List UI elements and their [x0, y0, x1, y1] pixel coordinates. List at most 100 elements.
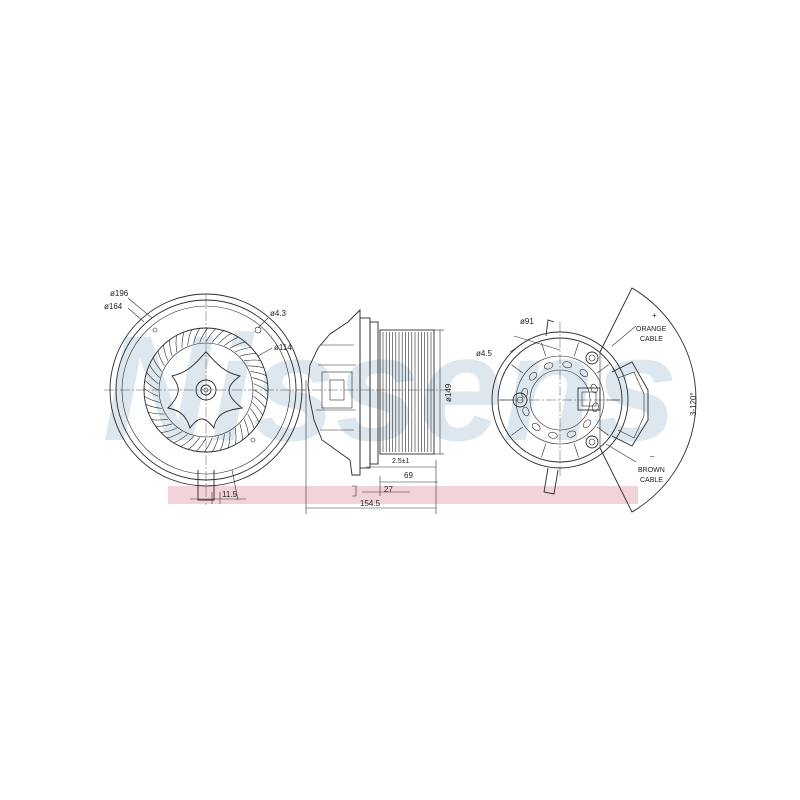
label-dia-hole: ø4.3 — [270, 309, 287, 318]
label-dim-bottom: 11.5 — [222, 490, 238, 499]
blade — [152, 357, 162, 372]
blade — [250, 371, 267, 376]
blade — [247, 365, 264, 369]
sector-line — [599, 287, 697, 513]
blade — [224, 336, 239, 346]
side-view: ø149 2.5±1 69 27 154.5 — [296, 308, 453, 514]
blade — [175, 335, 178, 352]
blade — [144, 396, 160, 403]
spoke — [573, 342, 579, 357]
blade — [195, 437, 207, 452]
label-brown-cable-1: BROWN — [638, 467, 665, 474]
boss — [531, 422, 541, 432]
boss — [521, 388, 529, 398]
label-dia-hub: ø114 — [274, 343, 292, 352]
spoke — [511, 364, 523, 374]
blade — [212, 330, 224, 343]
spoke — [541, 443, 547, 458]
back-view: ø91 ø4.5 + ORANGE CABLE – BROWN CABLE 3-… — [476, 287, 698, 513]
blade — [253, 389, 268, 401]
cable-guide — [611, 361, 649, 447]
blade — [235, 347, 252, 353]
terminal-plus — [585, 351, 599, 365]
blade — [173, 434, 188, 444]
blade — [160, 427, 177, 433]
blade — [149, 364, 160, 378]
label-brown-cable-2: CABLE — [640, 477, 663, 484]
blade — [243, 419, 249, 436]
spoke — [511, 426, 523, 436]
impeller-blades — [143, 327, 269, 453]
label-dim-69: 69 — [404, 471, 413, 480]
boss — [591, 402, 599, 412]
blade — [252, 402, 263, 416]
highlight-band — [168, 486, 638, 504]
blade — [144, 379, 159, 391]
blade — [212, 436, 219, 452]
blade — [145, 404, 162, 409]
label-dim-flange: 2.5±1 — [392, 458, 410, 465]
blade — [187, 329, 192, 346]
label-orange-cable-1: ORANGE — [636, 326, 667, 333]
blade — [143, 387, 159, 397]
spoke — [573, 443, 579, 458]
boss — [528, 371, 538, 381]
impeller-ring — [143, 327, 269, 453]
label-angle: 3-120° — [689, 392, 698, 416]
blade — [253, 396, 266, 408]
label-dim-27: 27 — [384, 485, 393, 494]
blade — [181, 332, 185, 349]
boss — [582, 419, 592, 429]
label-dia-91: ø91 — [520, 317, 534, 326]
blade — [250, 408, 260, 423]
blade — [203, 437, 213, 453]
blade — [218, 333, 232, 344]
impeller-drum — [379, 329, 435, 455]
terminal-minus — [585, 435, 599, 449]
label-dia-hole: ø4.5 — [476, 349, 493, 358]
blade — [169, 339, 173, 357]
blade — [234, 428, 237, 445]
boss — [566, 430, 577, 438]
label-dia-inner: ø164 — [104, 302, 123, 311]
label-dia-outer: ø196 — [110, 289, 129, 298]
label-orange-cable-2: CABLE — [640, 336, 663, 343]
blade — [247, 413, 255, 430]
front-view: ø196 ø164 ø4.3 ø114 11.5 — [104, 289, 310, 505]
hub-star — [167, 351, 244, 430]
boss — [548, 431, 558, 439]
blade — [157, 350, 165, 367]
blade — [220, 434, 225, 451]
label-minus: – — [650, 452, 655, 461]
boss — [543, 362, 554, 370]
blade — [199, 327, 209, 343]
spoke — [597, 364, 609, 374]
blade — [239, 353, 257, 357]
blade — [166, 431, 183, 439]
blade — [244, 359, 261, 362]
boss — [590, 383, 598, 394]
blade — [188, 437, 200, 450]
blade — [180, 436, 194, 447]
motor-housing — [307, 308, 361, 476]
blade — [205, 328, 217, 343]
label-plus: + — [652, 311, 657, 320]
boss — [522, 406, 530, 417]
impeller-ribs — [382, 332, 432, 452]
rear-bosses — [500, 342, 620, 458]
connector — [577, 387, 601, 411]
spoke — [597, 426, 609, 436]
label-dim-total: 154.5 — [360, 499, 381, 508]
blade — [146, 372, 159, 384]
spoke — [541, 342, 547, 357]
blade — [227, 431, 231, 448]
blade — [148, 411, 165, 415]
blade — [155, 423, 173, 427]
blade — [253, 383, 269, 393]
blade — [229, 341, 246, 349]
boss — [579, 368, 589, 378]
label-dia-body: ø149 — [444, 383, 453, 402]
blade — [239, 423, 243, 441]
rear-housing — [491, 331, 629, 469]
